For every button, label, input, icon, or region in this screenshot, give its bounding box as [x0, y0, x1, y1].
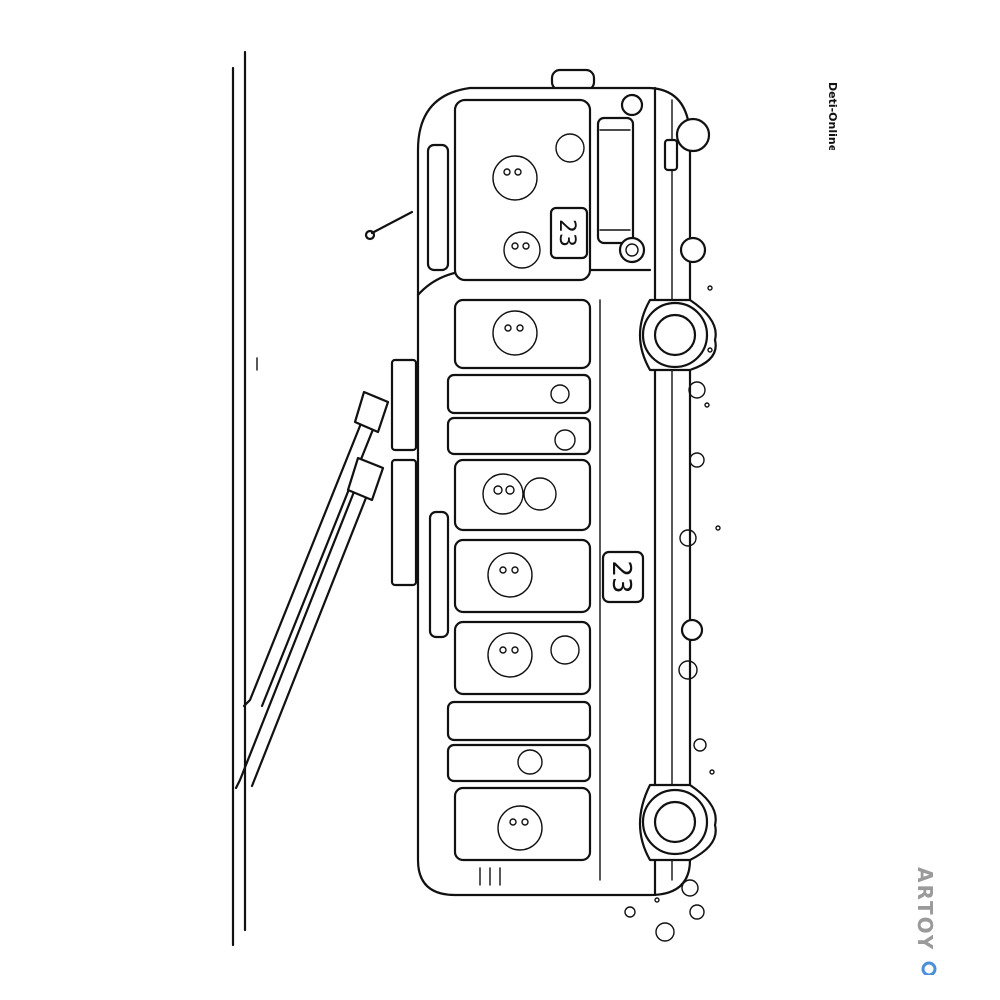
brand-logo-icon	[921, 961, 937, 975]
overhead-wires	[231, 50, 258, 947]
brand-watermark: ARTOY	[913, 867, 937, 975]
brand-watermark-text: ARTOY	[913, 867, 937, 951]
wheels	[638, 117, 717, 862]
front-route-number: 23	[554, 219, 579, 247]
passengers	[482, 133, 585, 851]
side-route-number: 23	[606, 560, 636, 593]
site-watermark-text: Deti-Online.com	[826, 82, 839, 150]
front-route-sign: 23	[549, 206, 589, 260]
trolley-poles	[234, 358, 418, 790]
flowers	[624, 285, 721, 942]
site-watermark: Deti-Online.com	[826, 82, 839, 150]
side-route-sign: 23	[601, 550, 645, 604]
